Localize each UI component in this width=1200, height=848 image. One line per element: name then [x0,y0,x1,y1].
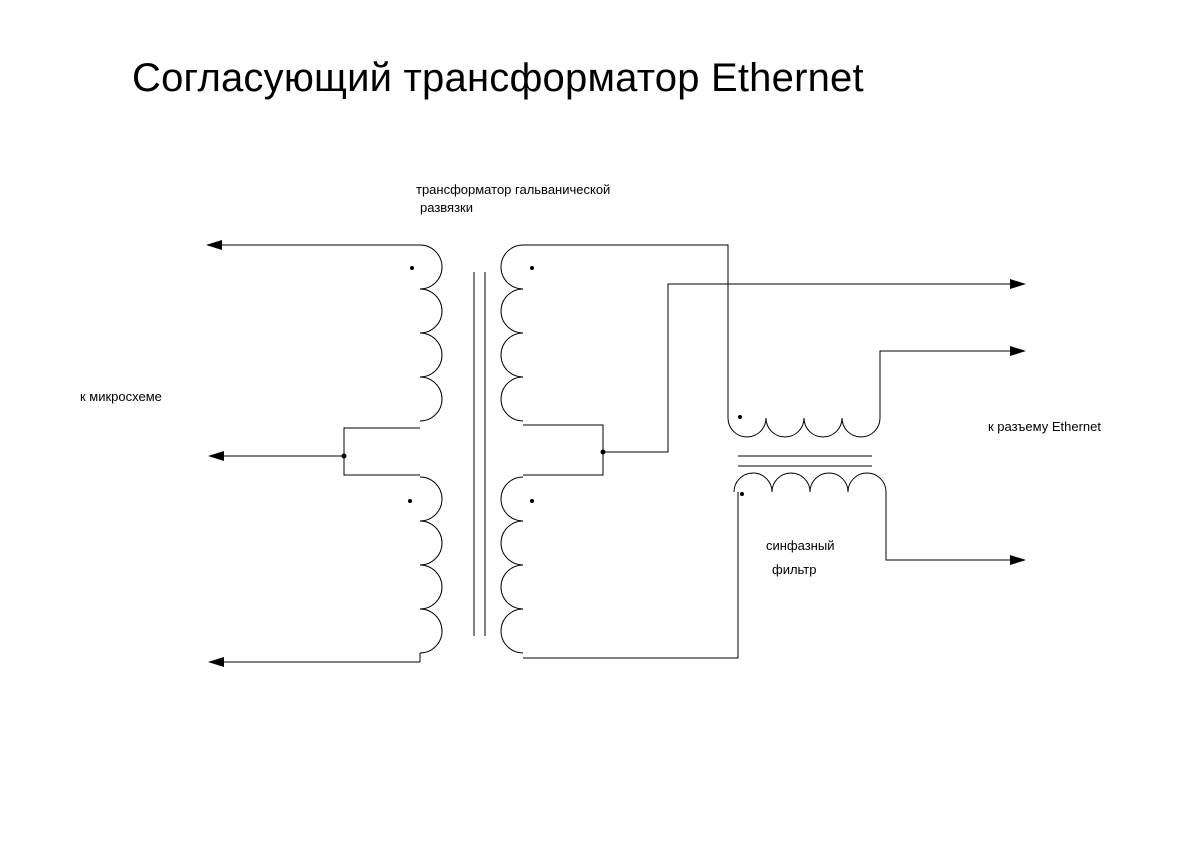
wire-secondary-top-to-filter [523,244,729,418]
secondary-winding-upper [500,244,524,422]
common-mode-filter-label-line1: синфазный [766,538,835,553]
arrow-chip-bottom [208,657,224,667]
polarity-dot-secondary-lower [530,499,534,503]
polarity-dot-filter-upper [738,415,742,419]
wire-secondary-centertap-out [603,283,1012,453]
polarity-dot-secondary-upper [530,266,534,270]
arrow-chip-top [206,240,222,250]
to-connector-label: к разъему Ethernet [988,419,1101,434]
isolation-transformer-label-line1: трансформатор гальванической [416,182,611,197]
polarity-dot-primary-lower [408,499,412,503]
junction-dot-primary-centertap [341,453,347,459]
filter-winding-lower [733,472,887,493]
filter-winding-upper [727,417,881,438]
wire-secondary-bottom-to-filter [523,492,739,659]
arrow-chip-centertap [208,451,224,461]
wire-secondary-centertap [523,424,604,476]
isolation-transformer-label-line2: развязки [420,200,473,215]
wire-filter-lower-out [885,492,1012,561]
secondary-winding-lower [500,476,524,654]
polarity-dot-primary-upper [410,266,414,270]
primary-winding-lower [419,476,443,654]
to-chip-label: к микросхеме [80,389,162,404]
arrow-connector-1 [1010,279,1026,289]
page-title: Согласующий трансформатор Ethernet [132,56,864,100]
wire-filter-upper-out [879,350,1012,418]
polarity-dot-filter-lower [740,492,744,496]
arrow-connector-2 [1010,346,1026,356]
primary-winding-upper [419,244,443,422]
arrow-connector-3 [1010,555,1026,565]
common-mode-filter-label-line2: фильтр [772,562,817,577]
wire-primary-centertap [343,427,420,476]
